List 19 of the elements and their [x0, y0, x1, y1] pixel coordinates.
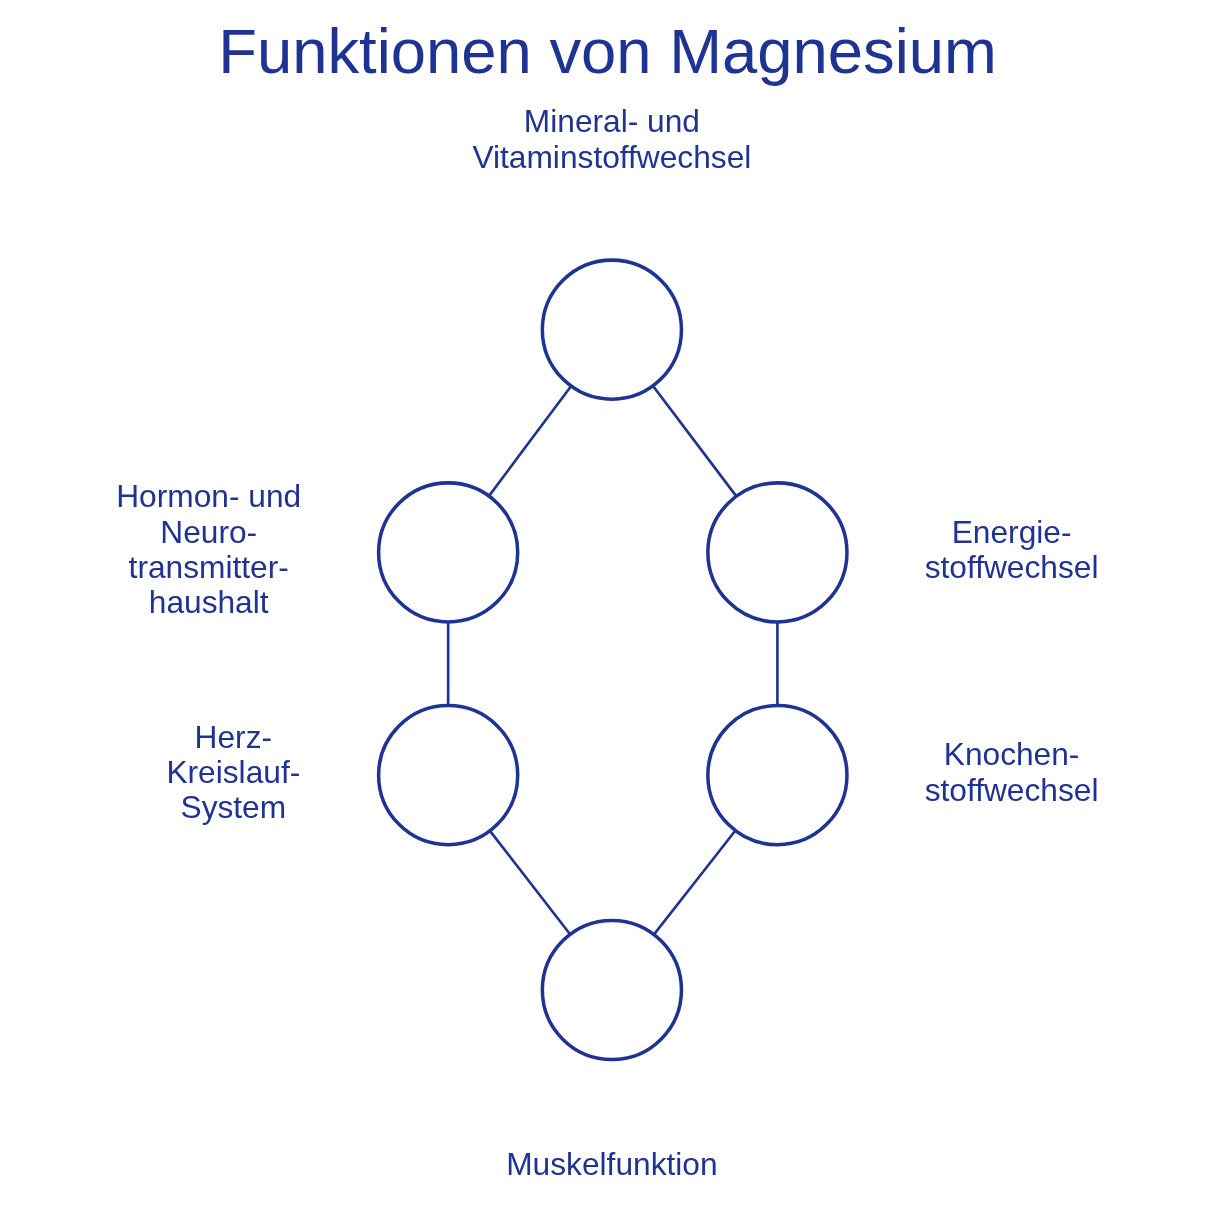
- node-circle: [705, 481, 849, 624]
- node-label: Energie- stoffwechsel: [924, 513, 1098, 585]
- node-label: Herz- Kreislauf- System: [165, 718, 300, 826]
- node-circle: [540, 258, 683, 401]
- node-circle: [540, 918, 683, 1062]
- node-circle: [376, 481, 519, 624]
- connector: [775, 622, 779, 706]
- node-label: Knochen- stoffwechsel: [924, 736, 1098, 808]
- connector: [446, 622, 449, 706]
- node-label: Hormon- und Neuro- transmitter- haushalt: [115, 478, 301, 620]
- connector: [488, 830, 571, 935]
- connector: [487, 385, 572, 497]
- node-circle: [705, 703, 849, 847]
- node-label: Muskelfunktion: [505, 1145, 718, 1182]
- diagram-title: Funktionen von Magnesium: [217, 16, 997, 87]
- connector: [652, 829, 736, 936]
- node-circle: [376, 703, 519, 847]
- node-label: Mineral- und Vitaminstoffwechsel: [471, 103, 751, 175]
- connector: [651, 385, 737, 497]
